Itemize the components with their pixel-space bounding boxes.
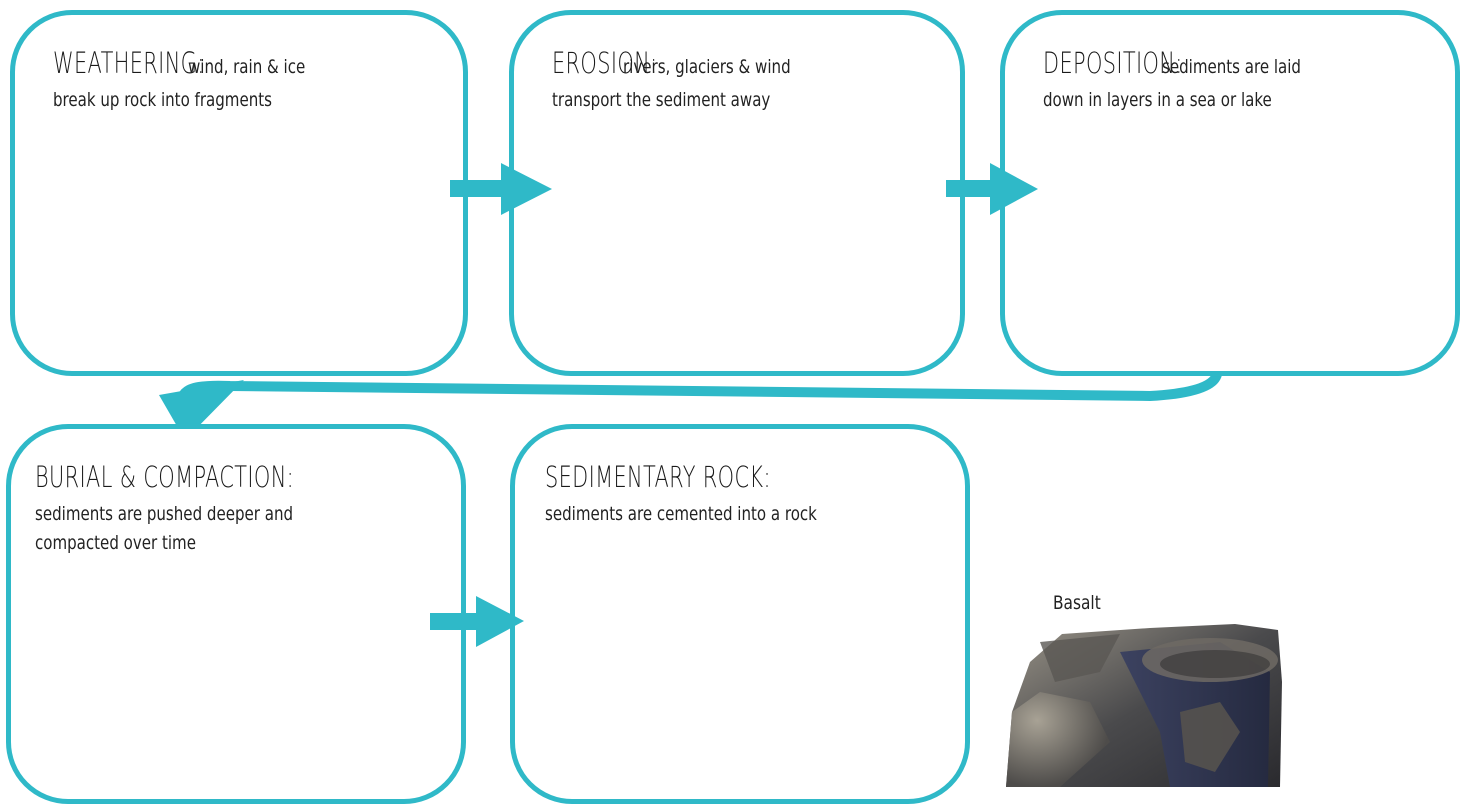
- stage-description-line1: sediments are cemented into a rock: [545, 502, 817, 525]
- stage-box-weathering: WEATHERING: wind, rain & ice break up ro…: [10, 10, 468, 376]
- stage-description-line2: down in layers in a sea or lake: [1043, 88, 1272, 111]
- stage-box-deposition: DEPOSITION: sediments are laid down in l…: [1000, 10, 1460, 376]
- image-caption: Basalt: [1053, 592, 1101, 614]
- stage-description-line2: break up rock into fragments: [53, 88, 272, 111]
- stage-title: BURIAL & COMPACTION:: [35, 460, 295, 494]
- stage-description-line1: wind, rain & ice: [188, 56, 306, 78]
- stage-description-line1: sediments are pushed deeper and: [35, 502, 294, 525]
- stage-title: EROSION:: [552, 46, 658, 80]
- stage-box-sedimentary-rock: SEDIMENTARY ROCK: sediments are cemented…: [510, 424, 970, 804]
- basalt-rock-image: [1006, 624, 1282, 787]
- stage-title: DEPOSITION:: [1043, 46, 1183, 80]
- stage-description-line2: compacted over time: [35, 532, 196, 555]
- stage-description-line2: transport the sediment away: [552, 88, 771, 111]
- stage-title: WEATHERING:: [53, 46, 205, 80]
- stage-box-burial-compaction: BURIAL & COMPACTION: sediments are pushe…: [6, 424, 466, 804]
- stage-description-line1: sediments are laid: [1161, 56, 1301, 78]
- stage-title: SEDIMENTARY ROCK:: [545, 460, 771, 494]
- stage-description-line1: rivers, glaciers & wind: [623, 56, 791, 78]
- stage-box-erosion: EROSION: rivers, glaciers & wind transpo…: [509, 10, 965, 376]
